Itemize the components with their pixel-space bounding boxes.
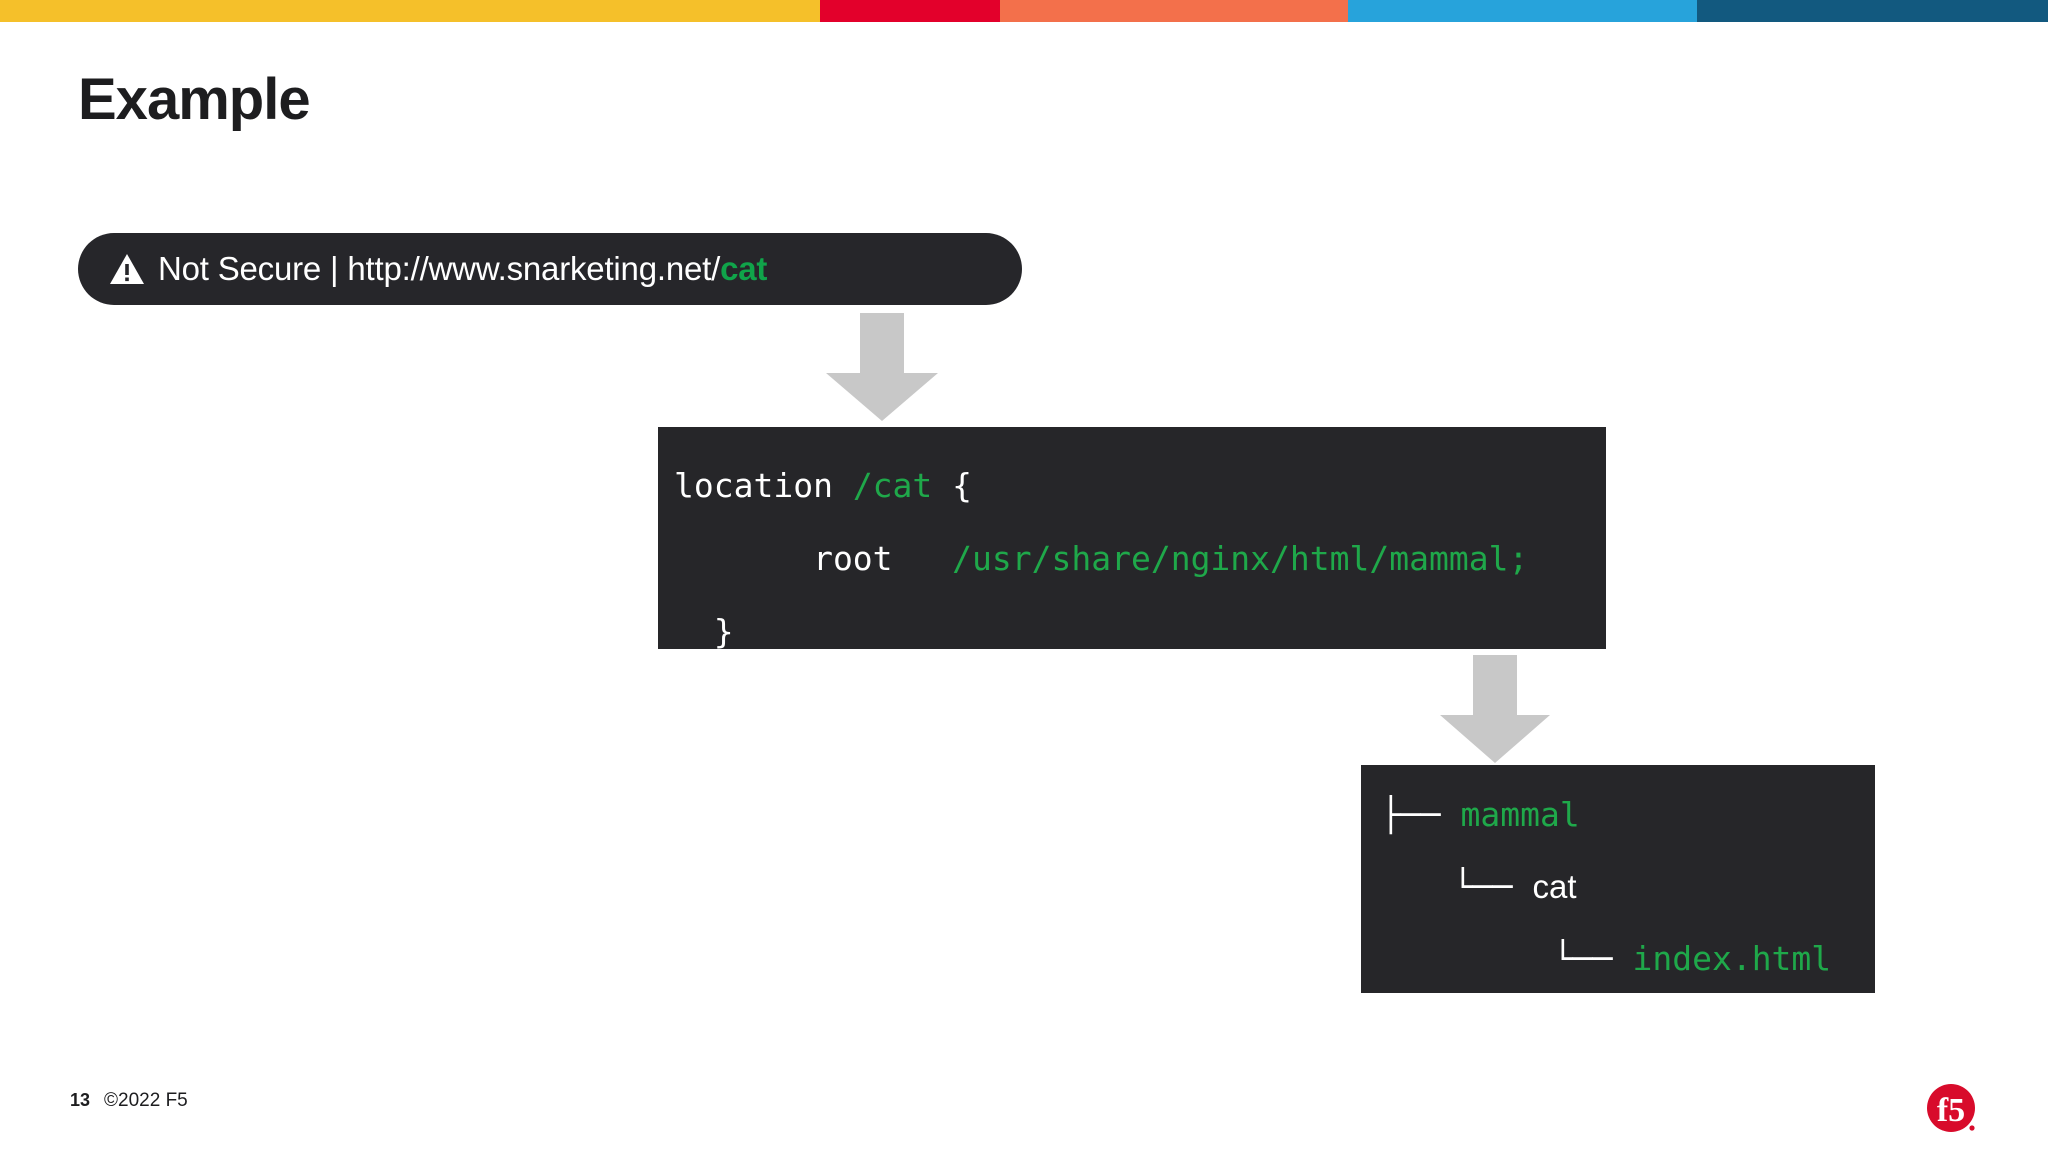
tree-branch-glyph: └── [1553,939,1633,978]
tree-row-mammal: ├── mammal [1381,779,1875,851]
tree-row-cat: └── cat [1381,851,1875,923]
code-open-brace: { [932,466,973,505]
url-separator: | [321,250,348,287]
tree-branch-glyph: ├── [1381,795,1461,834]
topbar-segment-light-blue [1348,0,1697,22]
code-root-path: /usr/share/nginx/html/mammal; [952,539,1529,578]
code-line-2: root /usr/share/nginx/html/mammal; [674,522,1606,595]
url-prefix: http://www.snarketing.net/ [347,250,721,287]
code-keyword-location: location [674,466,853,505]
tree-label-mammal: mammal [1460,795,1580,834]
warning-triangle-icon [110,254,144,284]
code-line-3: } [674,595,1606,668]
arrow-url-to-config [826,313,938,421]
topbar-segment-orange [1000,0,1348,22]
url-bar-text: Not Secure | http://www.snarketing.net/c… [158,250,767,288]
code-line-1: location /cat { [674,449,1606,522]
footer: 13 ©2022 F5 [70,1090,188,1112]
top-color-bar [0,0,2048,22]
tree-row-index-html: └── index.html [1381,923,1875,995]
url-security-label: Not Secure [158,250,322,287]
code-close-brace: } [674,612,734,651]
topbar-segment-dark-blue [1697,0,2048,22]
tree-branch-glyph: └── [1453,867,1533,906]
code-keyword-root: root [674,539,953,578]
nginx-config-block: location /cat { root /usr/share/nginx/ht… [658,427,1606,651]
topbar-segment-red [820,0,1000,22]
tree-label-cat: cat [1532,868,1577,905]
code-path-cat: /cat [852,466,933,505]
f5-logo: f5 [1927,1084,1975,1132]
file-tree-block: ├── mammal └── cat └── index.html [1361,765,1875,993]
url-path: cat [720,250,768,287]
slide-number: 13 [70,1090,91,1110]
svg-text:f5: f5 [1937,1092,1965,1129]
topbar-segment-yellow [0,0,820,22]
tree-label-index-html: index.html [1632,939,1832,978]
copyright-text: ©2022 F5 [104,1090,188,1111]
url-bar[interactable]: Not Secure | http://www.snarketing.net/c… [78,233,1022,305]
arrow-config-to-tree [1440,655,1550,763]
page-title: Example [78,67,311,132]
